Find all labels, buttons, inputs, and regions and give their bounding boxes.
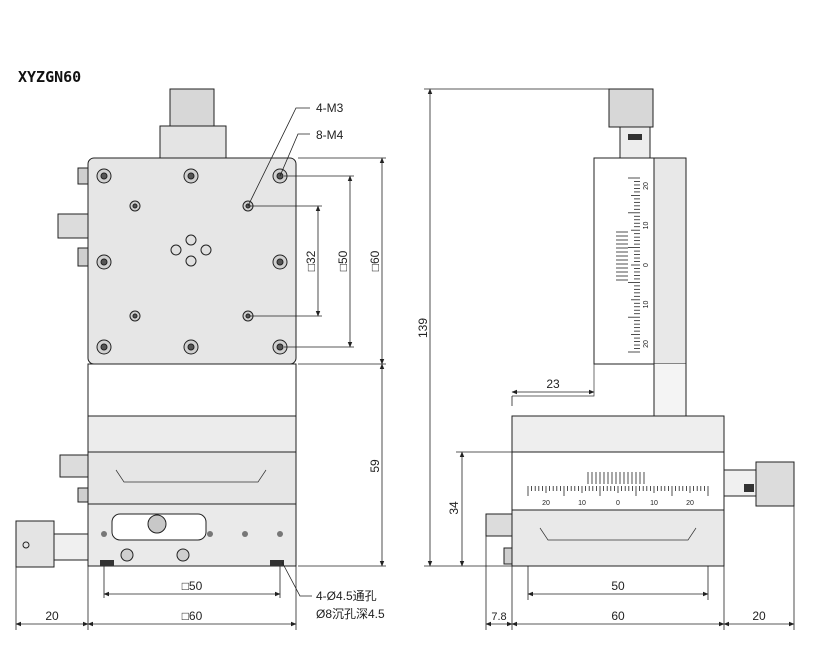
tapped-hole <box>277 531 283 537</box>
side-scale-slide <box>511 451 725 511</box>
dim-label-bottom-60: □60 <box>182 609 203 623</box>
side-base <box>511 509 725 567</box>
dim-label-59: 59 <box>368 459 382 473</box>
side-y-knob <box>755 461 795 507</box>
z-micrometer-knob <box>169 88 215 128</box>
riser-block <box>87 363 297 417</box>
horizontal-scale-label: 20 <box>686 500 694 507</box>
drawing-title: XYZGN60 <box>18 68 82 86</box>
base-foot <box>100 560 114 566</box>
lock-screw <box>147 514 167 534</box>
side-z-knob <box>608 88 654 128</box>
side-view: 20 10 0 10 20 20 10 0 10 20 <box>416 88 795 630</box>
dim-label-32: □32 <box>304 250 318 271</box>
horizontal-scale-label: 20 <box>542 500 550 507</box>
tapped-hole <box>242 531 248 537</box>
horizontal-scale: 20 10 0 10 20 <box>527 472 709 507</box>
dim-label-60: □60 <box>368 250 382 271</box>
vertical-scale-label: 20 <box>643 340 650 348</box>
tapped-hole <box>207 531 213 537</box>
callout-m3: 4-M3 <box>316 101 344 115</box>
front-dims-right <box>250 157 386 567</box>
bracket-web <box>653 364 687 417</box>
tapped-hole <box>101 531 107 537</box>
leader-m3 <box>247 107 310 207</box>
z-scale-plate <box>593 157 655 365</box>
dim-label-50: □50 <box>336 250 350 271</box>
dim-label-side-60: 60 <box>611 609 625 623</box>
middle-slide <box>87 451 297 505</box>
dim-label-34: 34 <box>447 501 461 515</box>
hole-note-through: 4-Ø4.5通孔 <box>316 589 377 603</box>
side-screw <box>77 247 89 267</box>
hole-note-counterbore: Ø8沉孔深4.5 <box>316 607 385 621</box>
front-dims-bottom <box>15 566 297 630</box>
vertical-scale-label: 10 <box>643 301 650 309</box>
m4-holes <box>96 168 288 355</box>
callout-m4: 8-M4 <box>316 128 344 142</box>
leader-hole-note <box>281 561 312 597</box>
z-lock-knob <box>57 213 89 239</box>
side-y-barrel <box>723 469 759 497</box>
center-holes <box>170 234 212 267</box>
horizontal-scale-label: 10 <box>650 500 658 507</box>
vertical-scale: 20 10 0 10 20 <box>616 177 650 353</box>
y-lock-knob <box>59 454 89 478</box>
side-dovetail <box>539 527 697 541</box>
dim-label-139: 139 <box>416 318 430 338</box>
vertical-scale-label: 10 <box>643 222 650 230</box>
x-micrometer-knob <box>15 520 55 568</box>
counterbore-hole <box>120 548 134 562</box>
dim-label-bottom-50: □50 <box>182 579 203 593</box>
leader-m4 <box>279 133 310 177</box>
counterbore-hole <box>176 548 190 562</box>
base-foot <box>270 560 284 566</box>
dim-label-23: 23 <box>546 377 560 391</box>
dim-label-side-50: 50 <box>611 579 625 593</box>
side-screw <box>77 167 89 185</box>
front-view: 4-M3 8-M4 □32 □50 □60 59 □50 □60 20 4-Ø4… <box>15 88 386 630</box>
dim-label-20: 20 <box>45 609 59 623</box>
side-upper-slide <box>511 415 725 453</box>
dim-label-side-20: 20 <box>752 609 766 623</box>
horizontal-scale-label: 10 <box>578 500 586 507</box>
side-dims <box>424 88 795 630</box>
vertical-scale-label: 20 <box>643 182 650 190</box>
z-micrometer-collar <box>159 125 227 160</box>
horizontal-scale-label: 0 <box>616 500 620 507</box>
m3-holes <box>129 200 254 322</box>
x-micrometer-barrel <box>53 533 89 561</box>
vertical-scale-label: 0 <box>643 263 650 267</box>
side-lock-knob <box>485 513 513 537</box>
side-z-collar <box>619 126 651 160</box>
dovetail-guide <box>115 469 267 483</box>
side-screw <box>77 487 89 503</box>
upper-slide <box>87 415 297 453</box>
dim-label-7-8: 7.8 <box>491 611 506 623</box>
